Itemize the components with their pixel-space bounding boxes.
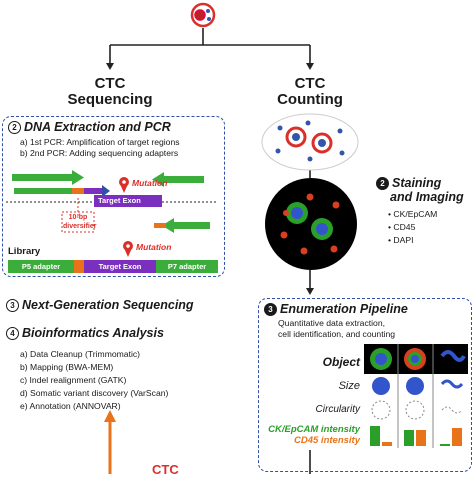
mutation-label-top: Mutation bbox=[132, 178, 168, 188]
blood-sample-icon bbox=[190, 2, 216, 28]
pcr-step-a: a) 1st PCR: Amplification of target regi… bbox=[20, 137, 180, 147]
bioinformatics-list: a) Data Cleanup (Trimmomatic) b) Mapping… bbox=[20, 348, 168, 413]
enumeration-box bbox=[258, 298, 472, 472]
stain-markers: • CK/EpCAM • CD45 • DAPI bbox=[388, 209, 438, 245]
target-exon-label-top: Target Exon bbox=[98, 196, 141, 205]
list-item: d) Somatic variant discovery (VarScan) bbox=[20, 388, 169, 398]
target-exon-label-bottom: Target Exon bbox=[98, 262, 142, 271]
size-label: Size bbox=[338, 380, 360, 392]
bottom-ctc-label: CTC bbox=[152, 462, 179, 477]
list-item: b) Mapping (BWA-MEM) bbox=[20, 362, 114, 372]
dna-extraction-box bbox=[2, 116, 225, 277]
circularity-label: Circularity bbox=[315, 404, 360, 415]
ck-intensity-label: CK/EpCAM intensity bbox=[268, 424, 360, 435]
pcr-diagram bbox=[6, 170, 218, 273]
fluorescence-image bbox=[265, 178, 357, 270]
list-item: c) Indel realignment (GATK) bbox=[20, 375, 127, 385]
cd45-intensity-label: CD45 intensity bbox=[294, 435, 360, 446]
diversifier-label: 10-bp diversifier bbox=[63, 214, 97, 230]
library-label: Library bbox=[8, 246, 41, 257]
mutation-label-bottom: Mutation bbox=[136, 242, 172, 252]
list-item: e) Annotation (ANNOVAR) bbox=[20, 401, 121, 411]
p7-adapter-label: P7 adapter bbox=[167, 262, 207, 271]
enumeration-grid bbox=[364, 344, 468, 448]
enumeration-desc: Quantitative data extraction, cell ident… bbox=[278, 318, 396, 339]
p5-adapter-label: P5 adapter bbox=[21, 262, 61, 271]
list-item: a) Data Cleanup (Trimmomatic) bbox=[20, 349, 141, 359]
pcr-step-b: b) 2nd PCR: Adding sequencing adapters bbox=[20, 148, 179, 158]
object-label: Object bbox=[322, 355, 360, 369]
blood-sample-circle bbox=[261, 113, 359, 171]
